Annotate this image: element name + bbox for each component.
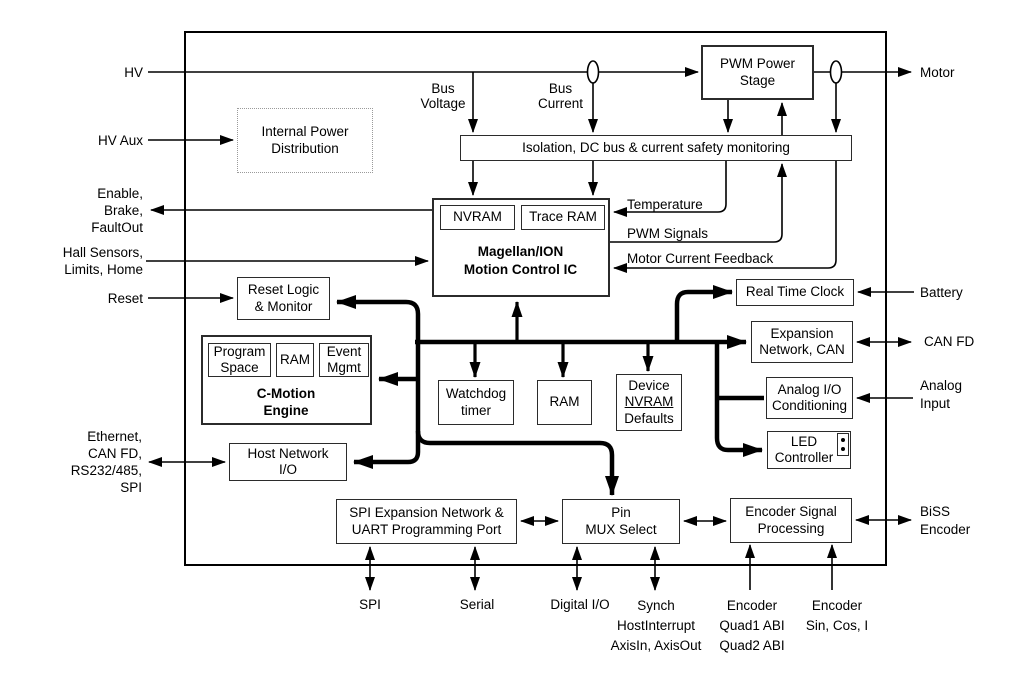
block-device-nvram-defaults: Device NVRAM Defaults <box>616 374 682 431</box>
block-pwm-power-stage: PWM Power Stage <box>701 45 814 100</box>
label-hv: HV <box>124 65 143 80</box>
block-ram: RAM <box>537 380 592 425</box>
block-nvram: NVRAM <box>440 205 515 230</box>
block-real-time-clock: Real Time Clock <box>736 279 854 306</box>
bus-to-rtc <box>674 285 733 344</box>
block-event-mgmt: Event Mgmt <box>319 343 369 377</box>
label-biss-encoder: BiSS Encoder <box>920 504 971 537</box>
label-motor: Motor <box>920 65 955 80</box>
bus-to-pin-mux <box>415 430 619 496</box>
bus-to-reset-logic <box>336 295 421 342</box>
block-internal-power-distribution: Internal Power Distribution <box>237 108 373 173</box>
internal-bus <box>336 285 764 496</box>
device-nvram-line3: Defaults <box>624 410 674 426</box>
block-expansion-network-can: Expansion Network, CAN <box>751 321 853 363</box>
label-analog-input: Analog Input <box>920 378 963 411</box>
pwm-signals-wire <box>610 163 787 243</box>
block-cmotion-ram: RAM <box>276 343 314 377</box>
block-spi-expansion-uart: SPI Expansion Network & UART Programming… <box>336 499 517 544</box>
label-bus-voltage: Bus Voltage <box>420 81 466 111</box>
device-nvram-line1: Device <box>628 377 670 393</box>
label-spi: SPI <box>359 597 381 612</box>
block-pin-mux-select: Pin MUX Select <box>562 499 680 544</box>
block-host-network-io: Host Network I/O <box>229 443 347 481</box>
label-serial: Serial <box>459 597 495 612</box>
label-pwm-signals: PWM Signals <box>627 226 709 241</box>
bus-current-sensor-icon <box>586 60 600 84</box>
block-reset-logic: Reset Logic & Monitor <box>237 277 330 320</box>
block-encoder-signal-processing: Encoder Signal Processing <box>730 498 852 543</box>
led-indicator-icon <box>837 433 849 456</box>
label-bus-current: Bus Current <box>537 81 583 111</box>
led-controller-label: LED Controller <box>774 433 834 466</box>
label-synch-hostinterrupt: Synch HostInterrupt AxisIn, AxisOut <box>610 598 702 653</box>
block-led-controller: LED Controller <box>767 431 851 469</box>
device-nvram-line2: NVRAM <box>624 394 674 410</box>
bus-to-led <box>714 342 763 457</box>
motor-current-sensor-icon <box>829 60 843 84</box>
block-magellan-ion-ic: NVRAM Trace RAM Magellan/ION Motion Cont… <box>432 198 610 297</box>
signal-wires <box>146 67 914 591</box>
label-can-fd: CAN FD <box>924 334 975 349</box>
label-encoder-quad: Encoder Quad1 ABI Quad2 ABI <box>719 598 785 653</box>
motor-current-feedback-wire <box>613 161 837 273</box>
label-temperature: Temperature <box>627 197 703 212</box>
block-isolation-monitoring: Isolation, DC bus & current safety monit… <box>460 135 852 161</box>
block-watchdog-timer: Watchdog timer <box>438 380 514 425</box>
label-encoder-sincos: Encoder Sin, Cos, I <box>805 598 869 633</box>
label-host-interfaces: Ethernet, CAN FD, RS232/485, SPI <box>70 429 142 495</box>
label-hv-aux: HV Aux <box>97 133 143 148</box>
label-motor-current-feedback: Motor Current Feedback <box>627 251 774 266</box>
c-motion-engine-label: C-Motion Engine <box>256 386 316 418</box>
block-program-space: Program Space <box>208 343 271 377</box>
block-c-motion-engine: Program Space RAM Event Mgmt C-Motion En… <box>201 335 372 425</box>
temperature-wire <box>613 161 727 217</box>
label-enable-brake-faultout: Enable, Brake, FaultOut <box>91 186 143 235</box>
label-battery: Battery <box>920 285 963 300</box>
magellan-ic-label: Magellan/ION Motion Control IC <box>463 244 578 277</box>
block-analog-io-conditioning: Analog I/O Conditioning <box>766 377 853 419</box>
bus-to-host-network <box>353 342 421 469</box>
block-trace-ram: Trace RAM <box>521 205 605 230</box>
label-digital-io: Digital I/O <box>550 597 610 612</box>
label-hall-sensors: Hall Sensors, Limits, Home <box>62 245 143 277</box>
label-reset: Reset <box>107 291 143 306</box>
